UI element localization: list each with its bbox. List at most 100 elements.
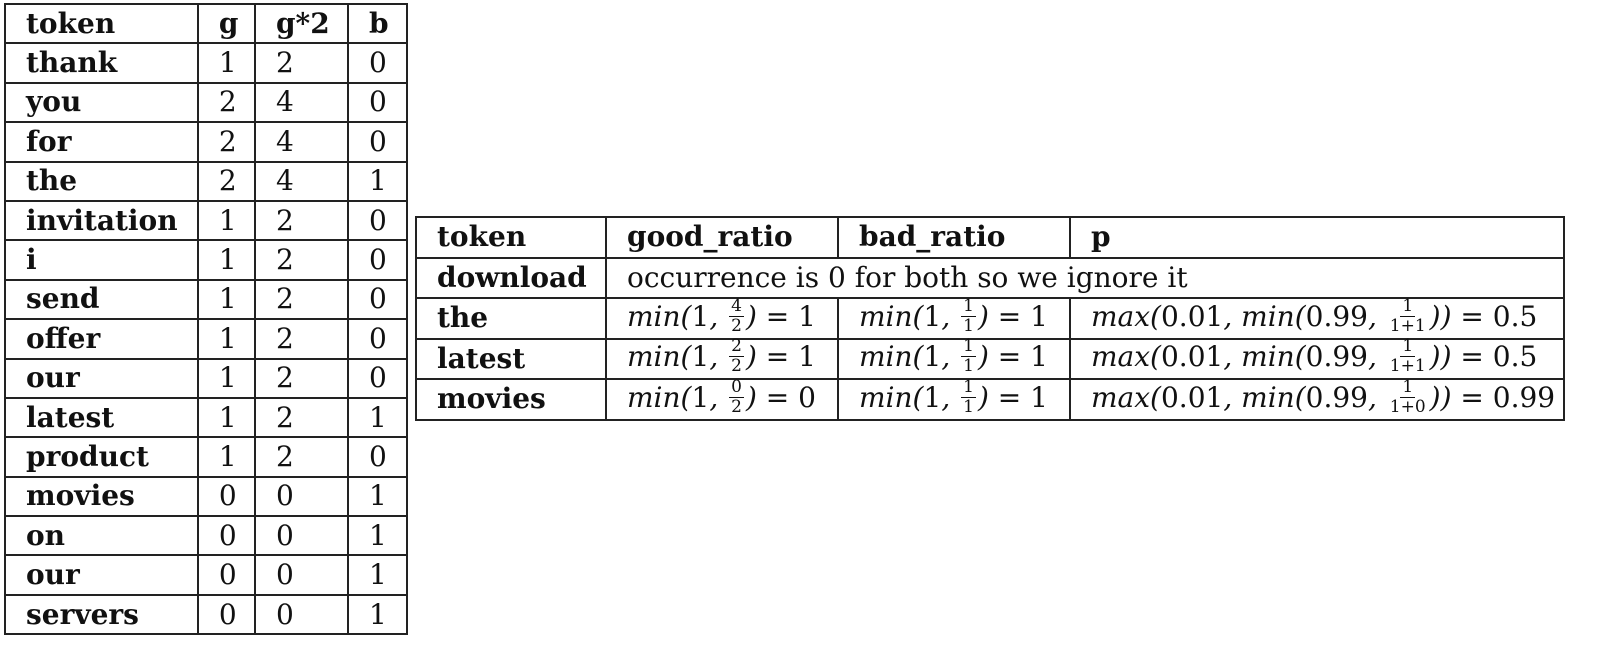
argument: 1 xyxy=(923,340,941,373)
table-row: latestmin(1, 22) = 1min(1, 11) = 1max(0.… xyxy=(416,339,1564,380)
table-row: our001 xyxy=(5,555,407,594)
result-value: 0.5 xyxy=(1493,300,1538,333)
fraction: 02 xyxy=(729,379,744,416)
table-row: i120 xyxy=(5,240,407,279)
bad-ratio-cell: min(1, 11) = 1 xyxy=(838,379,1070,420)
g-cell: 1 xyxy=(198,43,255,82)
table-row: send120 xyxy=(5,280,407,319)
b-cell: 0 xyxy=(348,319,407,358)
b-cell: 1 xyxy=(348,162,407,201)
g2-cell: 2 xyxy=(255,359,348,398)
argument: 1 xyxy=(923,381,941,414)
p-cell: max(0.01, min(0.99, 11+1)) = 0.5 xyxy=(1070,298,1564,339)
token-cell: servers xyxy=(5,595,198,634)
token-cell: movies xyxy=(5,477,198,516)
fraction-denominator: 2 xyxy=(729,357,744,375)
function-name: min xyxy=(859,381,913,414)
g-cell: 0 xyxy=(198,516,255,555)
lower-bound: 0.01 xyxy=(1161,300,1223,333)
token-cell: send xyxy=(5,280,198,319)
fraction: 22 xyxy=(729,338,744,375)
g-cell: 2 xyxy=(198,122,255,161)
table-row: latest121 xyxy=(5,398,407,437)
g-cell: 1 xyxy=(198,398,255,437)
token-counts-body: token g g*2 b thank120you240for240the241… xyxy=(5,4,407,634)
g-cell: 2 xyxy=(198,83,255,122)
ratio-body: token good_ratio bad_ratio p download oc… xyxy=(416,217,1564,420)
p-cell: max(0.01, min(0.99, 11+1)) = 0.5 xyxy=(1070,339,1564,380)
g2-cell: 2 xyxy=(255,201,348,240)
g2-cell: 2 xyxy=(255,280,348,319)
token-cell: the xyxy=(5,162,198,201)
function-name: min xyxy=(627,300,681,333)
header-g2: g*2 xyxy=(255,4,348,43)
result-value: 0 xyxy=(798,381,816,414)
argument: 1 xyxy=(691,340,709,373)
fraction: 11 xyxy=(961,338,976,375)
table-row: themin(1, 42) = 1min(1, 11) = 1max(0.01,… xyxy=(416,298,1564,339)
argument: 1 xyxy=(691,381,709,414)
argument: 1 xyxy=(923,300,941,333)
table-row: the241 xyxy=(5,162,407,201)
good-ratio-cell: min(1, 22) = 1 xyxy=(606,339,838,380)
good-ratio-cell: min(1, 42) = 1 xyxy=(606,298,838,339)
lower-bound: 0.01 xyxy=(1161,381,1223,414)
function-name: min xyxy=(1241,340,1295,373)
g2-cell: 4 xyxy=(255,83,348,122)
b-cell: 1 xyxy=(348,516,407,555)
function-name: min xyxy=(627,381,681,414)
function-name: min xyxy=(859,340,913,373)
g-cell: 1 xyxy=(198,437,255,476)
table-row: product120 xyxy=(5,437,407,476)
good-ratio-cell: min(1, 02) = 0 xyxy=(606,379,838,420)
g2-cell: 4 xyxy=(255,122,348,161)
header-p: p xyxy=(1070,217,1564,258)
g2-cell: 2 xyxy=(255,398,348,437)
b-cell: 0 xyxy=(348,359,407,398)
g2-cell: 0 xyxy=(255,555,348,594)
token-cell: product xyxy=(5,437,198,476)
result-value: 1 xyxy=(1030,300,1048,333)
table-row: on001 xyxy=(5,516,407,555)
function-name: min xyxy=(627,340,681,373)
table-row: moviesmin(1, 02) = 0min(1, 11) = 1max(0.… xyxy=(416,379,1564,420)
g2-cell: 4 xyxy=(255,162,348,201)
fraction: 11 xyxy=(961,298,976,335)
ratio-header-row: token good_ratio bad_ratio p xyxy=(416,217,1564,258)
result-value: 1 xyxy=(1030,381,1048,414)
token-counts-table: token g g*2 b thank120you240for240the241… xyxy=(4,3,408,635)
token-cell: invitation xyxy=(5,201,198,240)
token-cell: for xyxy=(5,122,198,161)
b-cell: 0 xyxy=(348,122,407,161)
b-cell: 1 xyxy=(348,595,407,634)
bad-ratio-cell: min(1, 11) = 1 xyxy=(838,339,1070,380)
ratio-table: token good_ratio bad_ratio p download oc… xyxy=(415,216,1565,421)
g2-cell: 0 xyxy=(255,477,348,516)
b-cell: 0 xyxy=(348,437,407,476)
upper-bound: 0.99 xyxy=(1306,300,1368,333)
function-name: min xyxy=(1241,300,1295,333)
g-cell: 1 xyxy=(198,319,255,358)
b-cell: 1 xyxy=(348,398,407,437)
token-cell: our xyxy=(5,555,198,594)
result-value: 1 xyxy=(798,340,816,373)
g-cell: 0 xyxy=(198,477,255,516)
function-name: max xyxy=(1091,300,1150,333)
fraction: 11+1 xyxy=(1388,298,1428,335)
argument: 1 xyxy=(691,300,709,333)
result-value: 0.99 xyxy=(1493,381,1555,414)
token-cell: movies xyxy=(416,379,606,420)
fraction: 11+0 xyxy=(1388,379,1428,416)
fraction-numerator: 1 xyxy=(1400,298,1415,317)
b-cell: 0 xyxy=(348,43,407,82)
fraction: 42 xyxy=(729,298,744,335)
fraction: 11 xyxy=(961,379,976,416)
table-row: for240 xyxy=(5,122,407,161)
header-token: token xyxy=(416,217,606,258)
b-cell: 1 xyxy=(348,555,407,594)
fraction-numerator: 1 xyxy=(961,338,976,357)
fraction-denominator: 1+1 xyxy=(1388,357,1428,375)
function-name: min xyxy=(859,300,913,333)
header-g: g xyxy=(198,4,255,43)
token-cell: thank xyxy=(5,43,198,82)
